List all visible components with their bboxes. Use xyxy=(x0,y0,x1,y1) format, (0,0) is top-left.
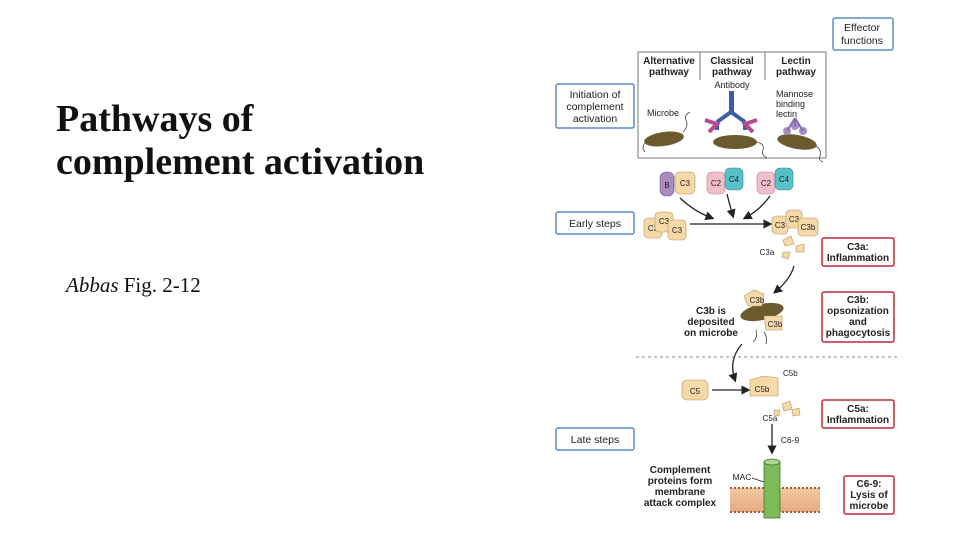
effector-c5a-l1: C5a: xyxy=(847,404,869,415)
stage-initiation-box: Initiation of complement activation xyxy=(555,83,635,129)
effector-header-l1: Effector xyxy=(844,22,880,34)
c3-cluster-3: C3 xyxy=(672,226,683,235)
protein-row-initiation: B C3 C2 C4 C2 C4 xyxy=(659,167,794,197)
effector-c3b-l4: phagocytosis xyxy=(826,328,891,339)
membrane-with-mac xyxy=(730,458,820,519)
effector-c3b-l3: and xyxy=(849,317,867,328)
c3b-deposit-bottom: C3b xyxy=(768,320,783,329)
pathway-lectin-l2: pathway xyxy=(776,67,816,78)
c3b-deposit-top: C3b xyxy=(750,296,765,305)
mac-caption-l4: attack complex xyxy=(644,498,717,509)
c3b-deposited-l2: deposited xyxy=(687,317,734,328)
figure-citation: Abbas Fig. 2-12 xyxy=(66,273,201,298)
pathway-alternative-l2: pathway xyxy=(649,67,689,78)
slide-title-line-1: Pathways of xyxy=(56,98,254,140)
c3b-deposited-l3: on microbe xyxy=(684,328,738,339)
slide-title-line-2: complement activation xyxy=(56,141,425,183)
microbe-label: Microbe xyxy=(647,108,679,118)
effector-header-box: Effector functions xyxy=(832,17,894,51)
stage-early-box: Early steps xyxy=(555,211,635,235)
c3b-deposited-microbe: C3b C3b xyxy=(740,289,784,345)
complement-diagram: Effector functions Alternative pathway C… xyxy=(555,17,900,519)
mannose-binding-lectin-icon xyxy=(783,117,807,135)
converging-arrows xyxy=(679,193,771,221)
microbe-alternative-icon xyxy=(642,111,691,153)
pathway-alternative-l1: Alternative xyxy=(643,56,695,67)
stage-late-box: Late steps xyxy=(555,427,635,451)
c5a-label: C5a xyxy=(763,414,778,423)
mannose-label-l1: Mannose xyxy=(776,89,813,99)
c3-cluster-1: C3 xyxy=(648,224,659,233)
effector-c69-box: C6-9: Lysis of microbe xyxy=(843,475,895,515)
c3b-product: C3b xyxy=(801,223,816,232)
c3a-label: C3a xyxy=(760,248,775,257)
protein-B: B xyxy=(664,181,669,190)
c69-label: C6-9 xyxy=(781,435,800,445)
c3-product-2: C3 xyxy=(789,215,800,224)
antibody-label: Antibody xyxy=(714,80,750,90)
mannose-label-l2: binding xyxy=(776,99,805,109)
stage-initiation-l1: Initiation of xyxy=(570,89,621,101)
effector-c5a-box: C5a: Inflammation xyxy=(821,399,895,429)
microbe-classical-icon xyxy=(713,135,768,159)
antibody-icon xyxy=(704,91,758,134)
protein-C4-classical: C4 xyxy=(729,175,740,184)
effector-c3b-l1: C3b: xyxy=(847,295,869,306)
protein-C3-alt: C3 xyxy=(680,179,691,188)
mac-label: MAC xyxy=(733,472,752,482)
slide-title: Pathways of complement activation xyxy=(56,98,536,184)
effector-c3b-l2: opsonization xyxy=(827,306,889,317)
mac-caption-l1: Complement xyxy=(650,465,711,476)
effector-c3b-box: C3b: opsonization and phagocytosis xyxy=(821,291,895,343)
c3-cluster-2: C3 xyxy=(659,217,670,226)
c5-label: C5 xyxy=(690,387,701,396)
effector-c3a-l1: C3a: xyxy=(847,242,869,253)
effector-c3a-l2: Inflammation xyxy=(827,253,889,264)
c3-product: C3 xyxy=(775,221,786,230)
mac-caption-l2: proteins form xyxy=(648,476,713,487)
stage-initiation-l3: activation xyxy=(573,113,618,125)
stage-early-label: Early steps xyxy=(569,218,621,230)
protein-C4-lectin: C4 xyxy=(779,175,790,184)
effector-c69-l1: C6-9: xyxy=(856,479,881,490)
protein-C2-classical: C2 xyxy=(711,179,722,188)
pathway-lectin-l1: Lectin xyxy=(781,56,810,67)
c3-cluster: C3 C3 C3 xyxy=(643,211,687,241)
c3b-deposited-l1: C3b is xyxy=(696,306,726,317)
pathway-classical-l1: Classical xyxy=(710,56,754,67)
c5b-label: C5b xyxy=(755,385,770,394)
microbe-lectin-icon xyxy=(777,134,824,163)
c5b-label-top: C5b xyxy=(783,369,798,378)
citation-author: Abbas xyxy=(66,273,119,297)
protein-C2-lectin: C2 xyxy=(761,179,772,188)
pathway-classical-l2: pathway xyxy=(712,67,752,78)
pathway-panel: Alternative pathway Classical pathway Le… xyxy=(637,51,827,163)
complement-pathway-figure: Effector functions Alternative pathway C… xyxy=(550,10,910,530)
effector-c3a-box: C3a: Inflammation xyxy=(821,237,895,267)
c3b-deposit-arrow xyxy=(772,265,795,294)
citation-figure-ref: Fig. 2-12 xyxy=(118,273,201,297)
effector-c69-l2: Lysis of xyxy=(850,490,888,501)
c5-cleavage-products: C5b C5b C5a xyxy=(749,369,801,423)
effector-c5a-l2: Inflammation xyxy=(827,415,889,426)
c5-protein: C5 xyxy=(681,379,709,401)
c3-cleavage-products: C3 C3 C3b C3a xyxy=(760,209,819,260)
mannose-label-l3: lectin xyxy=(776,109,797,119)
effector-header-l2: functions xyxy=(841,35,883,47)
stage-late-label: Late steps xyxy=(571,434,619,446)
stage-initiation-l2: complement xyxy=(566,101,623,113)
c5-convertase-arrow xyxy=(728,343,743,383)
mac-caption-l3: membrane xyxy=(655,487,706,498)
effector-c69-l3: microbe xyxy=(850,501,889,512)
